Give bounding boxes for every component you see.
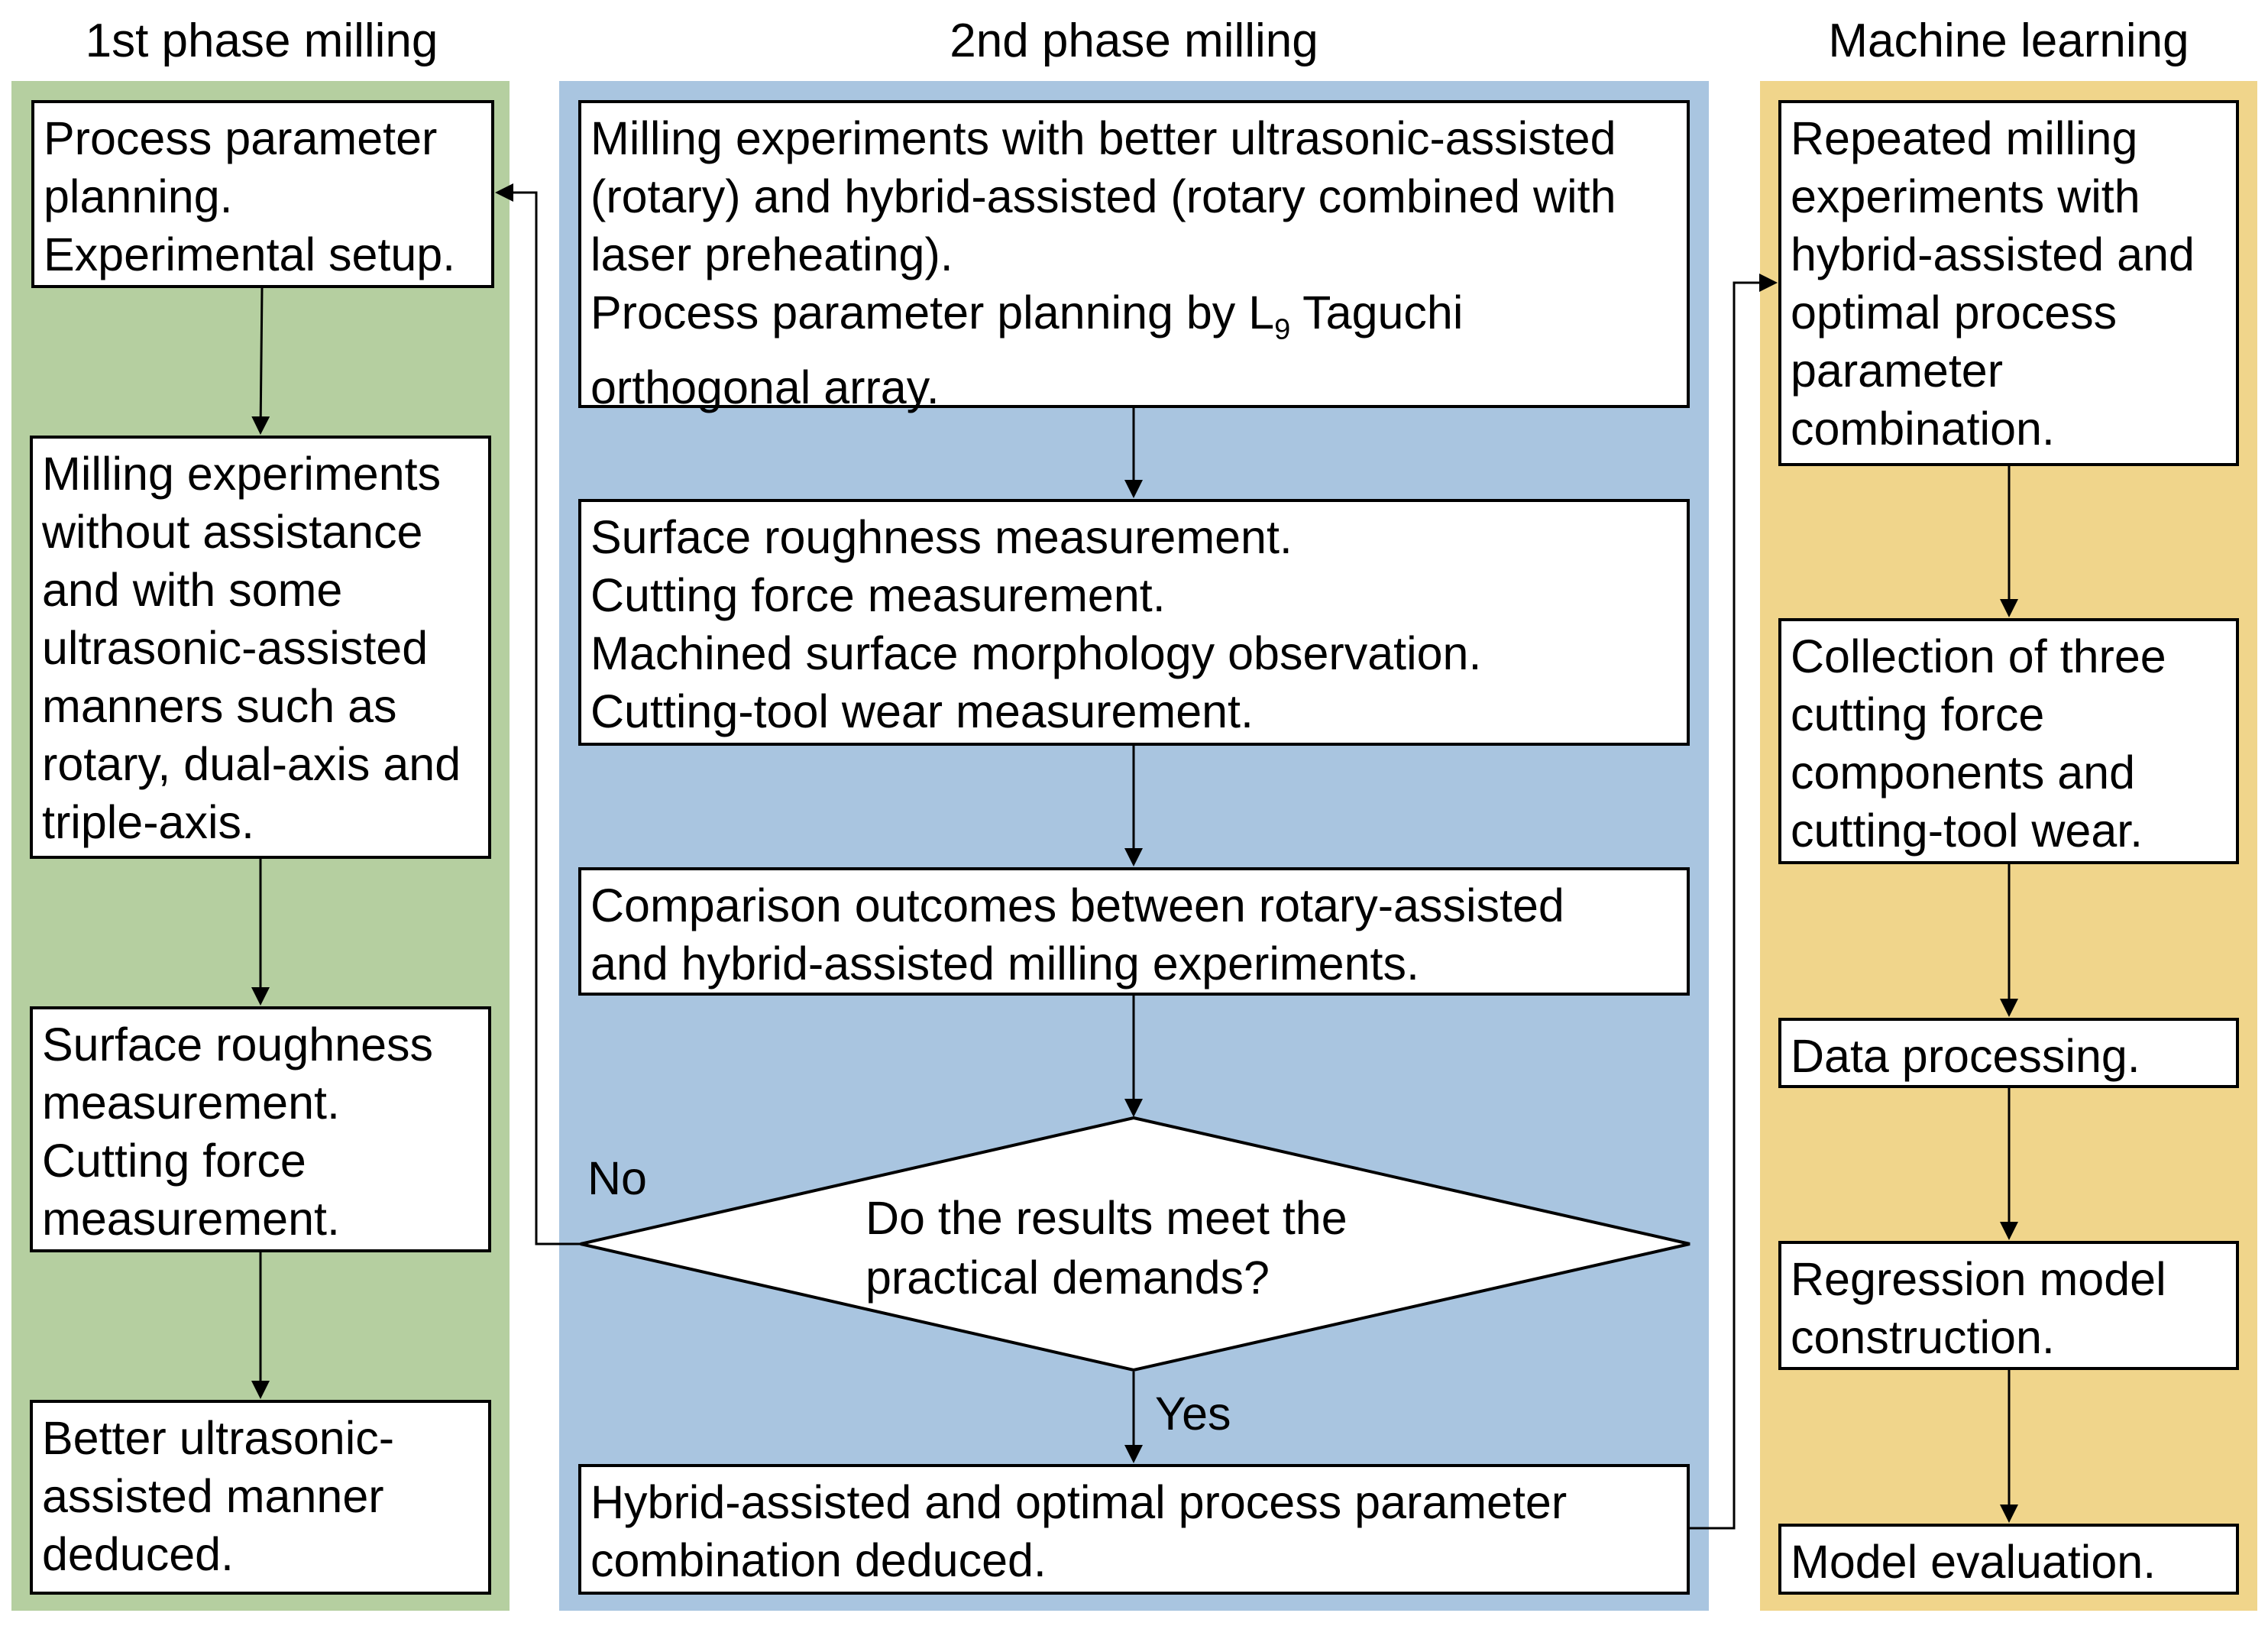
phase2-measurement-box: Surface roughness measurement. Cutting f… <box>578 499 1690 746</box>
box-text-line: hybrid-assisted and <box>1791 228 2195 280</box>
arrow-no-feedback <box>495 183 581 1245</box>
box-text-line: cutting-tool wear. <box>1791 805 2143 857</box>
box-text-line: combination. <box>1791 403 2055 455</box>
box-text-line: construction. <box>1791 1311 2055 1363</box>
decision-diamond <box>580 1116 1690 1372</box>
arrow-to-ml <box>1690 274 1778 1530</box>
box-text-line: rotary, dual-axis and <box>42 738 461 790</box>
box-text-line: Collection of three <box>1791 630 2166 682</box>
phase2-experiments-box: Milling experiments with better ultrason… <box>578 100 1690 413</box>
box-text-line: Better ultrasonic- <box>42 1412 395 1464</box>
phase1-experiments-box: Milling experiments without assistance a… <box>30 436 491 859</box>
ml-evaluation-box: Model evaluation. <box>1778 1524 2239 1595</box>
box-text-line: Process parameter <box>44 112 438 164</box>
box-text-line: components and <box>1791 747 2136 798</box>
phase1-result-box: Better ultrasonic- assisted manner deduc… <box>30 1400 491 1595</box>
decision-line: practical demands? <box>865 1252 1270 1304</box>
box-text-line: and with some <box>42 564 343 616</box>
box-text-line: Milling experiments <box>42 448 442 500</box>
decision-text: Do the results meet the practical demand… <box>865 1188 1348 1307</box>
box-text-line: ultrasonic-assisted <box>42 622 429 674</box>
box-text-line: measurement. <box>42 1193 340 1245</box>
box-text-line: orthogonal array. <box>590 361 940 414</box>
box-text-line: deduced. <box>42 1528 234 1580</box>
phase1-title: 1st phase milling <box>85 15 438 67</box>
box-text-line: Repeated milling <box>1791 112 2138 164</box>
box-text-line: cutting force <box>1791 688 2045 740</box>
box-text-line: and hybrid-assisted milling experiments. <box>590 938 1419 990</box>
phase1-planning-box: Process parameter planning. Experimental… <box>31 100 494 288</box>
ml-title: Machine learning <box>1828 15 2189 67</box>
box-text-line: Process parameter planning by L9 Taguchi <box>590 283 1679 358</box>
box-text-line: assisted manner <box>42 1470 384 1522</box>
box-text-line: Surface roughness measurement. <box>590 511 1293 563</box>
phase2-comparison-box: Comparison outcomes between rotary-assis… <box>578 867 1690 996</box>
ml-collection-box: Collection of three cutting force compon… <box>1778 618 2239 864</box>
box-text-line: triple-axis. <box>42 796 254 848</box>
box-text-line: Comparison outcomes between rotary-assis… <box>590 879 1564 931</box>
box-text-line: Data processing. <box>1791 1030 2140 1082</box>
box-text-line: experiments with <box>1791 170 2140 222</box>
box-text-line: Experimental setup. <box>44 228 456 280</box>
arrow-p1-1 <box>251 287 270 435</box>
box-text-line: Surface roughness <box>42 1019 434 1071</box>
subscript: 9 <box>1274 313 1291 346</box>
box-text-line: Cutting force measurement. <box>590 569 1166 621</box>
phase2-title: 2nd phase milling <box>950 15 1318 67</box>
box-text-line: optimal process <box>1791 287 2118 338</box>
box-text-line: Milling experiments with better ultrason… <box>590 112 1616 164</box>
text-segment: Taguchi <box>1290 287 1464 338</box>
box-text-line: Hybrid-assisted and optimal process para… <box>590 1476 1568 1528</box>
box-text-line: measurement. <box>42 1077 340 1129</box>
box-text-line: (rotary) and hybrid-assisted (rotary com… <box>590 170 1616 222</box>
phase2-result-box: Hybrid-assisted and optimal process para… <box>578 1464 1690 1595</box>
yes-label: Yes <box>1155 1388 1231 1440</box>
box-text-line: Cutting-tool wear measurement. <box>590 685 1254 737</box>
decision-line: Do the results meet the <box>865 1192 1348 1244</box>
ml-data-processing-box: Data processing. <box>1778 1018 2239 1088</box>
ml-regression-box: Regression model construction. <box>1778 1241 2239 1370</box>
phase1-measurement-box: Surface roughness measurement. Cutting f… <box>30 1006 491 1252</box>
no-label: No <box>587 1152 647 1204</box>
box-text-line: Regression model <box>1791 1253 2166 1305</box>
box-text-line: combination deduced. <box>590 1534 1047 1586</box>
ml-repeated-experiments-box: Repeated milling experiments with hybrid… <box>1778 100 2239 466</box>
box-text-line: laser preheating). <box>590 228 953 280</box>
box-text-line: Model evaluation. <box>1791 1536 2156 1588</box>
text-segment: Process parameter planning by L <box>590 287 1275 338</box>
box-text-line: parameter <box>1791 345 2004 397</box>
box-text-line: without assistance <box>42 506 423 558</box>
box-text-line: Machined surface morphology observation. <box>590 627 1482 679</box>
box-text-line: manners such as <box>42 680 397 732</box>
box-text-line: Cutting force <box>42 1135 306 1187</box>
box-text-line: planning. <box>44 170 233 222</box>
